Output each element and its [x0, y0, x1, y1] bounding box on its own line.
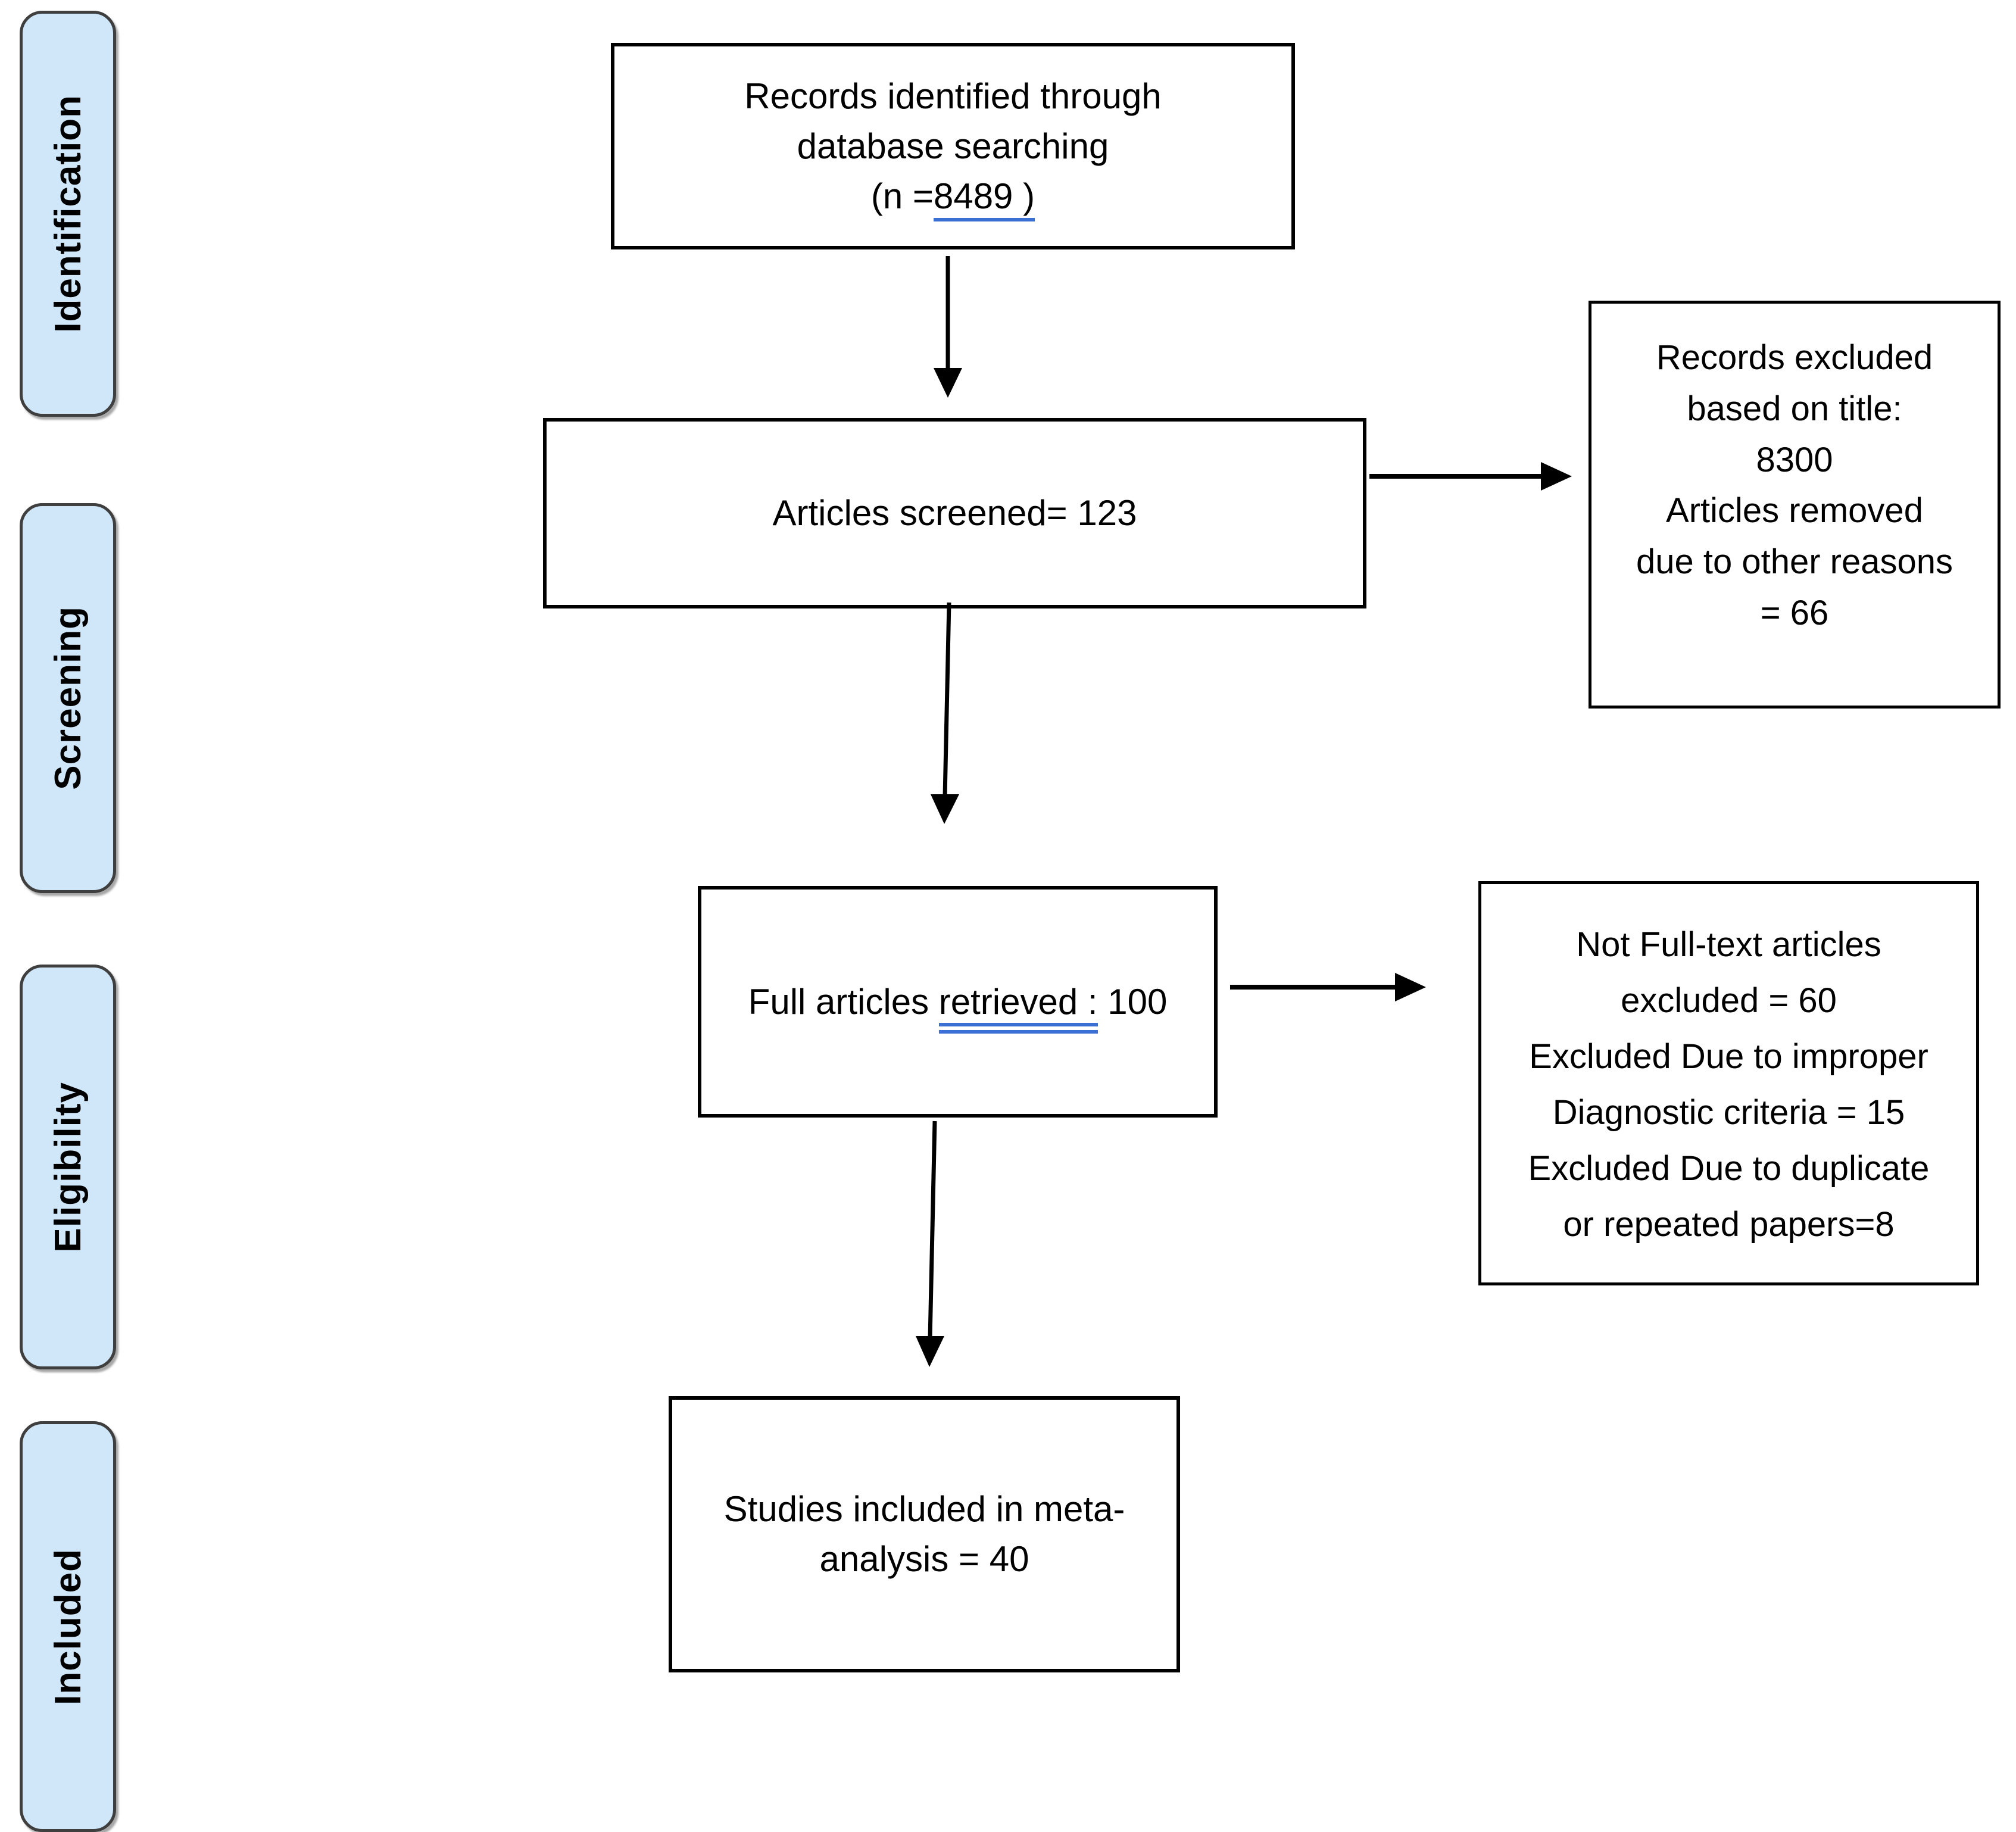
stage-screening: Screening: [20, 503, 116, 893]
stage-included-label: Included: [47, 1548, 89, 1705]
stage-identification-label: Identification: [47, 95, 89, 333]
box-records-identified-line1: Records identified through: [744, 76, 1162, 116]
box-records-excluded-title: Records excluded based on title: 8300 Ar…: [1589, 301, 2001, 709]
excluded-title-line5: due to other reasons: [1636, 542, 1953, 582]
stage-identification: Identification: [20, 11, 116, 417]
excluded-title-line1: Records excluded: [1656, 338, 1933, 377]
box-articles-screened-text: Articles screened= 123: [772, 493, 1137, 533]
excluded-fulltext-line3: Excluded Due to improper: [1529, 1037, 1928, 1076]
stage-eligibility: Eligibility: [20, 965, 116, 1369]
box-records-identified-line2: database searching: [797, 126, 1109, 166]
excluded-fulltext-line5: Excluded Due to duplicate: [1528, 1148, 1930, 1188]
box-studies-included-line2: analysis = 40: [819, 1539, 1029, 1579]
excluded-title-line3: 8300: [1756, 440, 1833, 479]
box-full-articles-retrieved: Full articles retrieved : 100: [698, 886, 1218, 1118]
arrow-retrieved-to-included-icon: [916, 1121, 944, 1367]
stage-screening-label: Screening: [47, 606, 89, 790]
arrow-retrieved-to-excluded-fulltext-icon: [1230, 973, 1426, 1001]
excluded-title-line2: based on title:: [1687, 389, 1902, 428]
box-records-identified: Records identified through database sear…: [611, 43, 1295, 249]
arrow-screened-to-excluded-title-icon: [1369, 462, 1572, 491]
stage-included: Included: [20, 1421, 116, 1832]
box-studies-included-line1: Studies included in meta-: [723, 1489, 1125, 1529]
box-full-articles-retrieved-text: Full articles retrieved : 100: [748, 977, 1168, 1034]
arrow-identified-to-screened-icon: [934, 256, 962, 398]
excluded-fulltext-line1: Not Full-text articles: [1576, 925, 1881, 964]
box-records-identified-line3: (n =8489 ): [871, 171, 1035, 221]
retrieved-prefix: Full articles: [748, 981, 939, 1022]
n-value-underlined: 8489 ): [933, 176, 1035, 221]
box-studies-included: Studies included in meta- analysis = 40: [669, 1396, 1180, 1672]
arrow-screened-to-retrieved-icon: [931, 602, 959, 824]
excluded-fulltext-line4: Diagnostic criteria = 15: [1552, 1093, 1905, 1132]
excluded-fulltext-line6: or repeated papers=8: [1563, 1204, 1895, 1244]
retrieved-suffix: 100: [1097, 981, 1168, 1022]
excluded-title-line4: Articles removed: [1666, 491, 1923, 530]
box-not-fulltext-excluded: Not Full-text articles excluded = 60 Exc…: [1478, 881, 1979, 1285]
prisma-flow-diagram: { "colors": { "stage_fill": "#cfe7f9", "…: [20, 11, 2001, 1832]
retrieved-underlined: retrieved :: [938, 981, 1098, 1034]
n-prefix: (n =: [870, 176, 934, 216]
stage-eligibility-label: Eligibility: [47, 1081, 89, 1253]
excluded-fulltext-line2: excluded = 60: [1621, 981, 1837, 1020]
excluded-title-line6: = 66: [1760, 594, 1829, 633]
box-articles-screened: Articles screened= 123: [543, 418, 1366, 608]
